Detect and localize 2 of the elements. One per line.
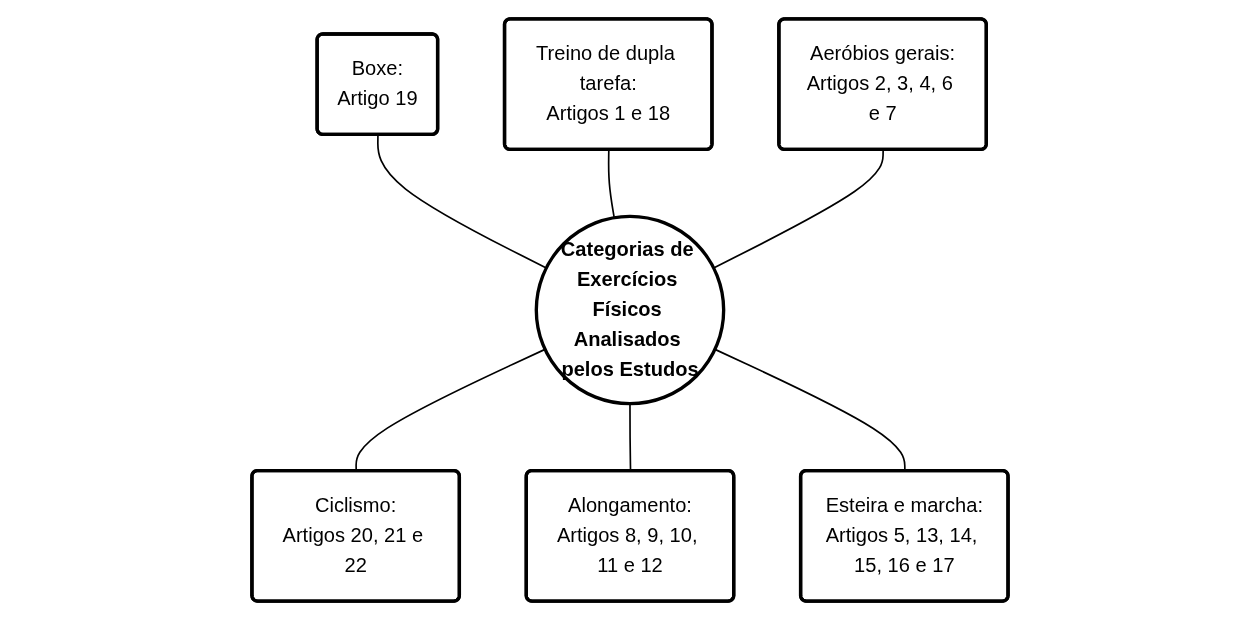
- node-circle: Categorias de Exercícios Físicos Analisados pelos Estudos: [534, 214, 726, 406]
- connector: [607, 149, 616, 219]
